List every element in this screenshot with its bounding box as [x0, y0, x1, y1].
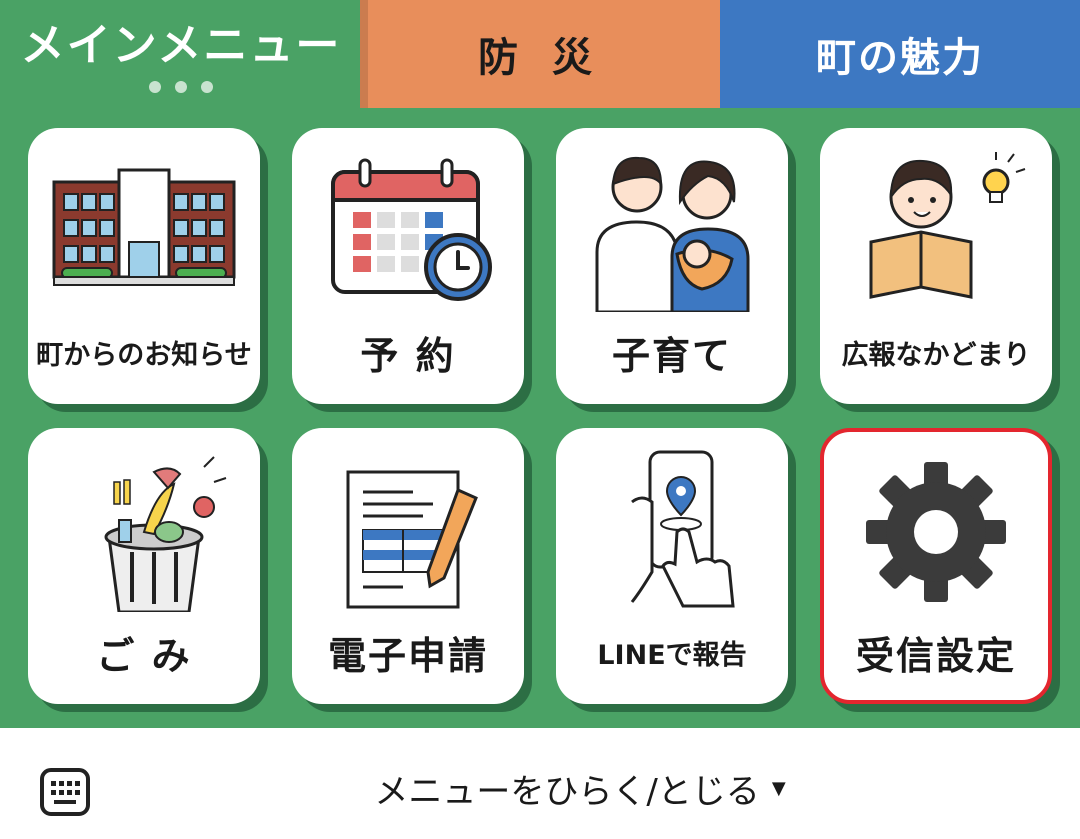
phone-location-icon	[572, 442, 772, 612]
rich-menu-panel: メインメニュー 防 災 町の魅力	[0, 0, 1080, 728]
keyboard-icon[interactable]	[40, 768, 90, 816]
tile-label: 電子申請	[327, 633, 488, 678]
tile-public-relations[interactable]: 広報なかどまり	[820, 128, 1052, 404]
tile-label: 広報なかどまり	[841, 339, 1031, 371]
tile-reservation[interactable]: 予 約	[292, 128, 524, 404]
page-dot	[175, 81, 187, 93]
tile-childcare[interactable]: 子育て	[556, 128, 788, 404]
tile-e-application[interactable]: 電子申請	[292, 428, 524, 704]
tile-label: 受信設定	[855, 633, 1016, 678]
page-dot	[149, 81, 161, 93]
building-icon	[44, 142, 244, 312]
tile-label: LINEで報告	[597, 639, 747, 671]
form-pen-icon	[308, 442, 508, 612]
bottom-bar	[0, 728, 1080, 839]
tile-town-news[interactable]: 町からのお知らせ	[28, 128, 260, 404]
tab-main-menu-label: メインメニュー	[20, 20, 342, 71]
tile-label: 子育て	[611, 333, 732, 378]
tab-main-menu[interactable]: メインメニュー	[0, 0, 362, 108]
tab-miryoku-label: 町の魅力	[816, 35, 984, 81]
menu-toggle-label: メニューをひらく/とじる	[374, 771, 760, 812]
tab-miryoku[interactable]: 町の魅力	[720, 0, 1080, 108]
tile-line-report[interactable]: LINEで報告	[556, 428, 788, 704]
tab-bousai[interactable]: 防 災	[360, 0, 720, 108]
tile-garbage[interactable]: ご み	[28, 428, 260, 704]
caret-down-icon: ▼	[771, 777, 786, 799]
gear-icon	[836, 442, 1036, 612]
tab-bousai-label: 防 災	[478, 35, 602, 81]
family-icon	[572, 142, 772, 312]
trash-can-icon	[44, 442, 244, 612]
page-indicator	[149, 81, 213, 93]
calendar-clock-icon	[308, 142, 508, 312]
tile-label: 予 約	[360, 333, 456, 378]
tile-receive-settings[interactable]: 受信設定	[820, 428, 1052, 704]
tile-label: 町からのお知らせ	[36, 339, 252, 371]
page-dot	[201, 81, 213, 93]
tile-label: ご み	[96, 633, 192, 678]
menu-toggle-button[interactable]: メニューをひらく/とじる ▼	[340, 758, 820, 818]
reading-child-icon	[836, 142, 1036, 312]
